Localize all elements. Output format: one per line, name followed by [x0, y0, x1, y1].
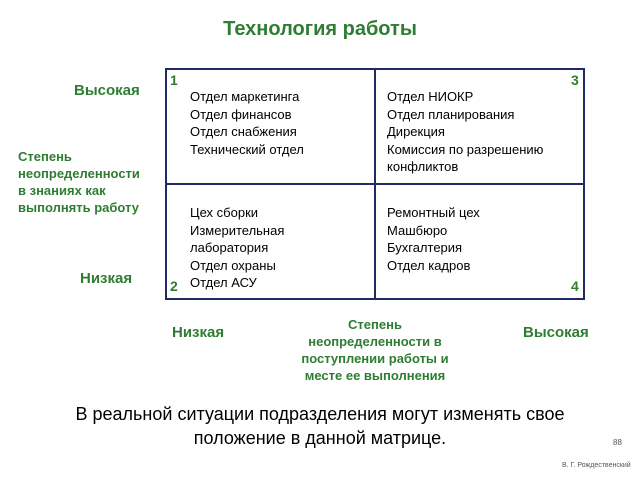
- list-item: Технический отдел: [190, 141, 304, 157]
- y-axis-title-line: неопределенности: [18, 166, 140, 181]
- x-axis-title-line: Степень: [348, 317, 402, 332]
- quadrant-1-list: Отдел маркетинга Отдел финансов Отдел сн…: [190, 88, 304, 158]
- quadrant-4-list: Ремонтный цех Машбюро Бухгалтерия Отдел …: [387, 204, 480, 274]
- quadrant-2-list: Цех сборки Измерительная лаборатория Отд…: [190, 204, 284, 292]
- y-axis-title-line: в знаниях как: [18, 183, 106, 198]
- quadrant-number-4: 4: [571, 278, 579, 294]
- note-text: В реальной ситуации подразделения могут …: [0, 402, 640, 450]
- list-item: Отдел НИОКР: [387, 89, 474, 104]
- x-axis-title-line: неопределенности в: [308, 334, 442, 349]
- y-axis-high-label: Высокая: [74, 82, 140, 99]
- y-axis-title-line: Степень: [18, 149, 72, 164]
- list-item: Отдел охраны: [190, 257, 276, 273]
- x-axis-title: Степень неопределенности в поступлении р…: [278, 316, 472, 384]
- quadrant-number-3: 3: [571, 72, 579, 88]
- list-item: Цех сборки: [190, 205, 259, 220]
- x-axis-title-line: месте ее выполнения: [304, 368, 446, 383]
- list-item: конфликтов: [387, 159, 459, 174]
- note-line: положение в данной матрице.: [193, 428, 447, 448]
- y-axis-title: Степень неопределенности в знаниях как в…: [18, 148, 158, 216]
- x-axis-low-label: Низкая: [172, 324, 225, 341]
- matrix-horizontal-divider: [165, 183, 585, 185]
- quadrant-3-list: Отдел НИОКР Отдел планирования Дирекция …: [387, 88, 543, 176]
- list-item: Машбюро: [387, 222, 448, 238]
- y-axis-title-line: выполнять работу: [18, 200, 139, 215]
- list-item: Отдел кадров: [387, 257, 471, 273]
- list-item: Отдел планирования: [387, 106, 515, 122]
- page-title: Технология работы: [223, 18, 417, 40]
- list-item: лаборатория: [190, 240, 269, 255]
- list-item: Измерительная: [190, 222, 285, 238]
- x-axis-high-label: Высокая: [523, 324, 589, 341]
- list-item: Бухгалтерия: [387, 240, 463, 255]
- list-item: Ремонтный цех: [387, 205, 480, 220]
- list-item: Отдел финансов: [190, 106, 292, 122]
- list-item: Комиссия по разрешению: [387, 141, 544, 157]
- quadrant-number-1: 1: [170, 72, 178, 88]
- list-item: Отдел маркетинга: [190, 89, 300, 104]
- x-axis-title-line: поступлении работы и: [301, 351, 449, 366]
- page-number: 88: [613, 438, 622, 447]
- note-line: В реальной ситуации подразделения могут …: [75, 404, 565, 424]
- list-item: Отдел АСУ: [190, 275, 257, 290]
- author-credit: В. Г. Рождественский: [562, 462, 631, 469]
- y-axis-low-label: Низкая: [80, 270, 133, 287]
- list-item: Отдел снабжения: [190, 124, 297, 139]
- quadrant-number-2: 2: [170, 278, 178, 294]
- list-item: Дирекция: [387, 124, 445, 139]
